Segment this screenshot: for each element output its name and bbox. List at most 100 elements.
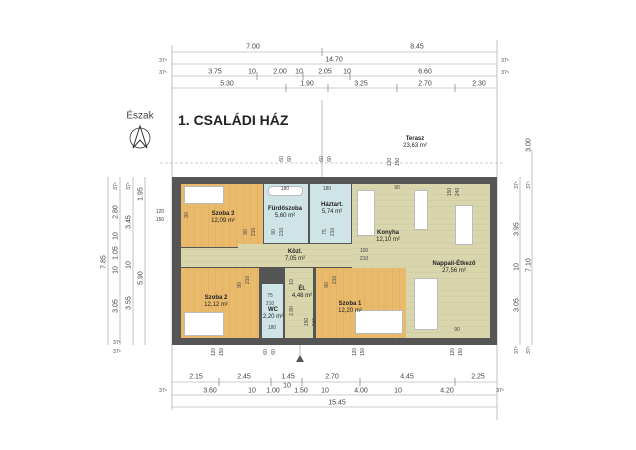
- kitchen-counter: [357, 190, 375, 236]
- dim-label: 1.50: [294, 387, 308, 395]
- north-arrow-icon: [129, 127, 151, 149]
- dim-label: 4.00: [354, 387, 368, 395]
- dim-label: 3.95: [513, 222, 521, 236]
- dim-label: 3.05: [112, 299, 120, 313]
- dim-label: 37⁵: [126, 182, 132, 190]
- opening-label: 60: [279, 156, 285, 162]
- opening-label: 75: [322, 229, 328, 235]
- opening-label: 210: [330, 227, 336, 237]
- page-title: 1. CSALÁDI HÁZ: [178, 112, 289, 128]
- room-label: Közl.7,05 m²: [284, 249, 306, 262]
- opening-label: 210: [359, 256, 369, 262]
- dim-label: 2.25: [471, 373, 485, 381]
- dim-label: 2.30: [472, 80, 486, 88]
- dim-label: 1.90: [300, 80, 314, 88]
- opening-label: 120: [387, 157, 393, 167]
- dim-label: 37⁵: [514, 346, 520, 354]
- room-label: Háztart.5,74 m²: [320, 202, 344, 215]
- dim-label: 37⁵: [113, 340, 121, 346]
- opening-label: 120: [155, 209, 165, 215]
- dim-label: 10: [248, 68, 256, 76]
- dim-label: 10: [321, 387, 329, 395]
- opening-label: 100: [359, 248, 369, 254]
- dim-label: 37⁵: [526, 346, 532, 354]
- opening-label: 90: [184, 212, 190, 218]
- dim-label: 1.00: [266, 387, 280, 395]
- dim-label: 10: [394, 387, 402, 395]
- dim-label: 10: [112, 266, 120, 274]
- bed-szoba-2: [184, 312, 224, 336]
- dim-label: 2.45: [237, 373, 251, 381]
- dim-label: 5.30: [220, 80, 234, 88]
- dim-label: 14.70: [325, 56, 343, 64]
- dim-label: 3.60: [203, 387, 217, 395]
- dim-label: 7.00: [246, 43, 260, 51]
- opening-label: 180: [267, 325, 277, 331]
- dim-label: 15.45: [328, 399, 346, 407]
- opening-label: 90: [271, 229, 277, 235]
- bed-szoba-1: [355, 310, 403, 334]
- opening-label: 90: [243, 229, 249, 235]
- dim-label: 3.45: [125, 215, 133, 229]
- opening-label: 60: [271, 349, 277, 355]
- dim-label: 6.60: [418, 68, 432, 76]
- dim-label: 10: [125, 261, 133, 269]
- room-wc: [262, 284, 283, 338]
- dim-label: 2.15: [189, 373, 203, 381]
- dim-label: 37⁵: [113, 349, 121, 355]
- dim-label: 2.05: [318, 68, 332, 76]
- opening-label: 150: [304, 317, 310, 327]
- opening-label: 210: [279, 227, 285, 237]
- opening-label: 90: [237, 282, 243, 288]
- opening-label: 90: [394, 185, 400, 191]
- dim-label: 10: [248, 387, 256, 395]
- dim-label: 37⁵: [113, 182, 119, 190]
- room-el: [285, 268, 313, 338]
- dim-label: 3.00: [525, 138, 533, 152]
- opening-label: 150: [395, 157, 401, 167]
- kitchen-island: [414, 190, 428, 230]
- dim-label: 37⁵: [159, 70, 167, 76]
- dim-label: 1.05: [112, 246, 120, 260]
- sofa: [414, 278, 438, 330]
- opening-label: 10: [289, 279, 295, 285]
- dim-label: 10: [343, 68, 351, 76]
- dim-label: 10: [513, 263, 521, 271]
- dim-label: 2.70: [418, 80, 432, 88]
- opening-label: 210: [332, 275, 338, 285]
- opening-label: 60: [263, 349, 269, 355]
- dim-label: 4.45: [400, 373, 414, 381]
- opening-label: 150: [458, 347, 464, 357]
- dim-label: 3.25: [354, 80, 368, 88]
- dim-label: 4.20: [440, 387, 454, 395]
- opening-label: 150: [360, 347, 366, 357]
- opening-label: 120: [352, 347, 358, 357]
- dim-label: 5.90: [137, 271, 145, 285]
- opening-label: 60: [319, 156, 325, 162]
- opening-label: 210: [251, 227, 257, 237]
- opening-label: 120: [450, 347, 456, 357]
- opening-label: 150: [447, 187, 453, 197]
- north-label: Észak: [126, 110, 154, 122]
- dim-label: 3.75: [208, 68, 222, 76]
- dim-label: 2.80: [112, 205, 120, 219]
- dim-label: 1.95: [137, 187, 145, 201]
- dining-table: [455, 205, 473, 245]
- dim-label: 37⁵: [501, 58, 509, 64]
- dim-label: 10: [295, 68, 303, 76]
- dim-label: 37⁵: [496, 388, 504, 394]
- dim-label: 7.10: [525, 258, 533, 272]
- opening-label: 240: [312, 317, 318, 327]
- opening-label: 240: [455, 187, 461, 197]
- bathtub: [268, 186, 303, 196]
- dim-label: 2.70: [325, 373, 339, 381]
- bed-szoba-3: [184, 186, 224, 204]
- room-label: Él.4,48 m²: [291, 286, 313, 299]
